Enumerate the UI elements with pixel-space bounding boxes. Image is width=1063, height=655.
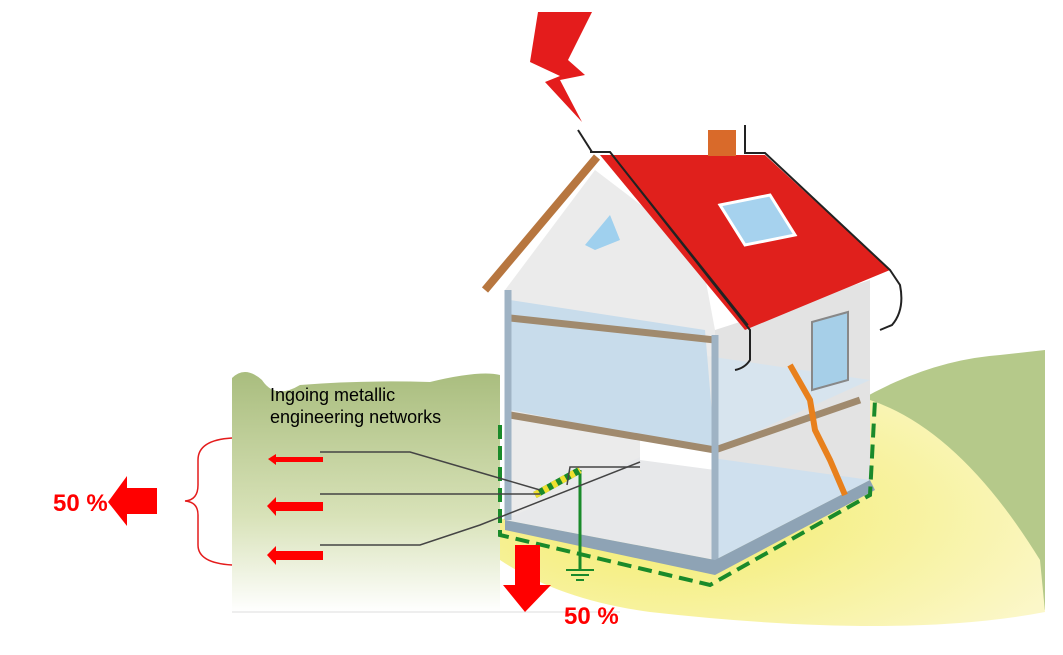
- side-window: [811, 310, 849, 392]
- skylight: [717, 193, 798, 247]
- ground-symbol-icon: [566, 569, 594, 581]
- lightning-bolt-icon: [530, 12, 592, 122]
- arrow-down-big-icon: [503, 545, 551, 612]
- arrow-left-big-icon: [108, 476, 157, 526]
- wall-crack: [787, 363, 848, 497]
- house: [481, 125, 903, 575]
- arrow-left-icon: [267, 546, 323, 565]
- networks-label-line1: Ingoing metallic: [270, 385, 396, 405]
- down-percent-label: 50 %: [564, 603, 619, 630]
- bonding-bar: [533, 466, 582, 499]
- network-lines: [320, 451, 641, 546]
- networks-label-line2: engineering networks: [270, 407, 442, 427]
- air-terminal-wire: [577, 129, 593, 153]
- gable-window: [585, 215, 620, 250]
- chimney: [708, 130, 736, 156]
- current-arrows: [108, 454, 551, 612]
- arrow-left-icon: [268, 454, 323, 465]
- earth-electrode: [498, 399, 877, 588]
- arrow-left-icon: [267, 497, 323, 516]
- networks-label: Ingoing metallic engineering networks: [270, 384, 441, 428]
- left-percent-label: 50 %: [53, 490, 108, 517]
- brace: [184, 437, 233, 566]
